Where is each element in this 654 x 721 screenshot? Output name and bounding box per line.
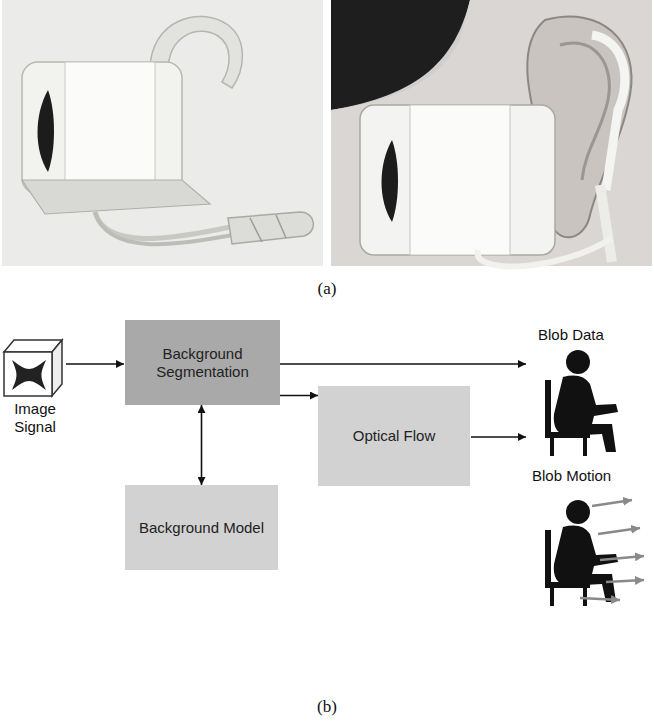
process-box: Background Segmentation (125, 320, 280, 405)
process-box: Background Model (125, 485, 278, 570)
output-label: Blob Data (538, 326, 648, 344)
input-label: Image Signal (4, 400, 66, 436)
box-label: Optical Flow (353, 427, 436, 445)
subfigure-label: (b) (277, 697, 377, 717)
box-label: Background Segmentation (135, 345, 270, 381)
subfigure-label: (a) (277, 279, 377, 299)
process-box: Optical Flow (318, 386, 470, 486)
flow-arrow (201, 405, 203, 485)
output-label: Blob Motion (532, 467, 650, 485)
flow-arrow (280, 395, 318, 397)
box-label: Background Model (139, 519, 264, 537)
